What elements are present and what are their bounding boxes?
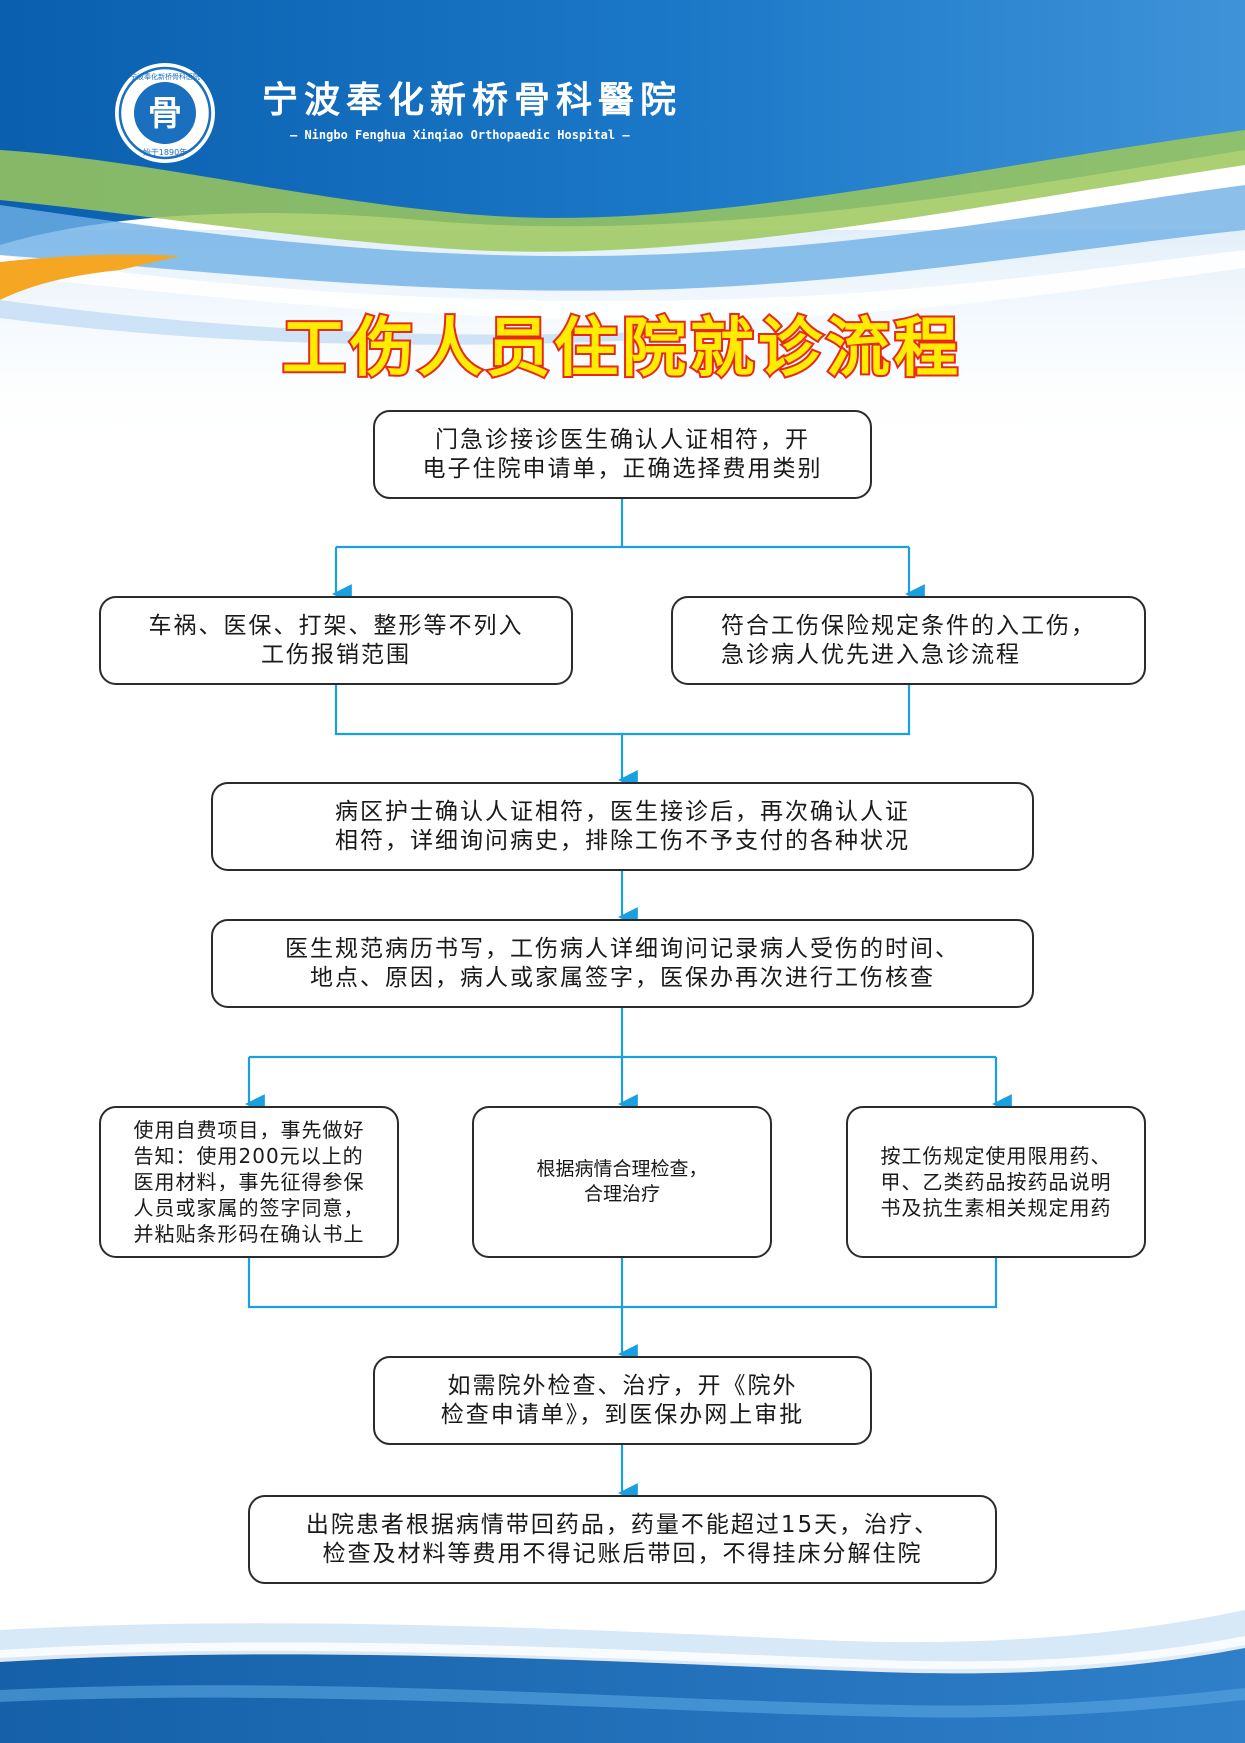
flow-step-5: 出院患者根据病情带回药品，药量不能超过15天，治疗、检查及材料等费用不得记账后带… [248, 1495, 997, 1584]
flow-branch-excluded: 车祸、医保、打架、整形等不列入工伤报销范围 [99, 596, 573, 685]
poster-title-text: 工伤人员住院就诊流程 [282, 312, 962, 386]
flow-step-3: 医生规范病历书写，工伤病人详细询问记录病人受伤的时间、地点、原因，病人或家属签字… [211, 919, 1034, 1008]
flow-branch-eligible: 符合工伤保险规定条件的入工伤，急诊病人优先进入急诊流程 [671, 596, 1146, 685]
hospital-name: 宁波奉化新桥骨科醫院 [262, 79, 683, 121]
flow-step-4: 如需院外检查、治疗，开《院外检查申请单》，到医保办网上审批 [373, 1356, 872, 1445]
logo-founded-text: 始于1890年 [143, 147, 187, 157]
logo-glyph: 骨 [148, 94, 182, 134]
flow-step-1: 门急诊接诊医生确认人证相符，开电子住院申请单，正确选择费用类别 [373, 410, 872, 499]
poster-title: 工伤人员住院就诊流程 [280, 310, 962, 388]
flow-step-2: 病区护士确认人证相符，医生接诊后，再次确认人证相符，详细询问病史，排除工伤不予支… [211, 782, 1034, 871]
hospital-logo: 骨 宁波奉化新桥骨科医院 始于1890年 [113, 61, 217, 165]
hospital-name-english: — Ningbo Fenghua Xinqiao Orthopaedic Hos… [290, 128, 630, 142]
flow-option-drug-rules: 按工伤规定使用限用药、 甲、乙类药品按药品说明 书及抗生素相关规定用药 [846, 1106, 1146, 1258]
flow-option-reasonable-treatment: 根据病情合理检查， 合理治疗 [472, 1106, 772, 1258]
logo-ring-text: 宁波奉化新桥骨科医院 [130, 72, 200, 81]
flow-option-self-pay: 使用自费项目，事先做好 告知：使用200元以上的 医用材料，事先征得参保 人员或… [99, 1106, 399, 1258]
